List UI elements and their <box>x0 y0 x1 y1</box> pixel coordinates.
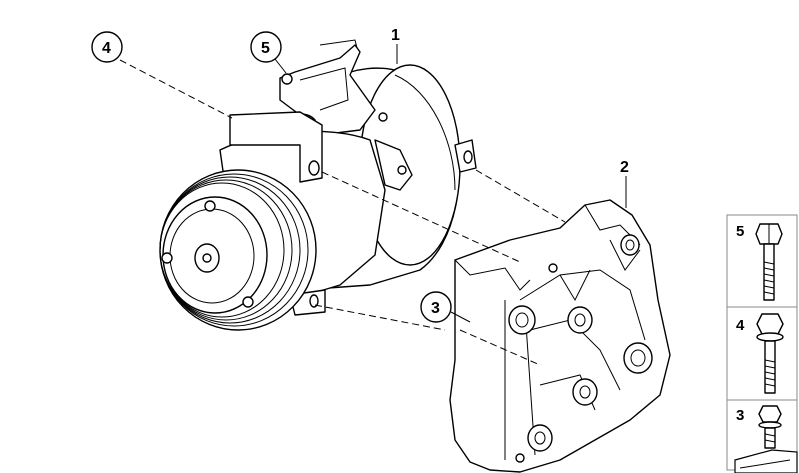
assembly-lines <box>119 59 566 366</box>
callout-4-label: 4 <box>102 40 111 57</box>
callout-1[interactable]: 1 <box>391 27 400 64</box>
fastener-panel: 5 4 3 <box>726 214 798 473</box>
panel-item-5-label: 5 <box>736 223 744 240</box>
callout-1-label: 1 <box>391 27 400 44</box>
next-arrow-icon[interactable] <box>734 449 798 473</box>
callout-5[interactable]: 5 <box>250 31 287 74</box>
panel-item-3[interactable]: 3 <box>736 405 782 449</box>
callout-4[interactable]: 4 <box>91 31 123 63</box>
short-bolt-icon <box>758 405 782 449</box>
panel-item-5[interactable]: 5 <box>736 223 783 301</box>
ac-compressor[interactable] <box>159 39 477 331</box>
mounting-bracket[interactable] <box>449 199 671 473</box>
flange-bolt-icon <box>756 313 784 394</box>
panel-item-4-label: 4 <box>736 317 745 334</box>
panel-item-3-label: 3 <box>736 407 744 424</box>
callout-5-label: 5 <box>261 40 270 57</box>
callout-2[interactable]: 2 <box>620 159 629 208</box>
callout-3-label: 3 <box>431 300 440 317</box>
hex-bolt-long-icon <box>755 223 783 301</box>
callout-2-label: 2 <box>620 159 629 176</box>
panel-item-4[interactable]: 4 <box>736 313 784 394</box>
callout-3[interactable]: 3 <box>420 291 471 323</box>
